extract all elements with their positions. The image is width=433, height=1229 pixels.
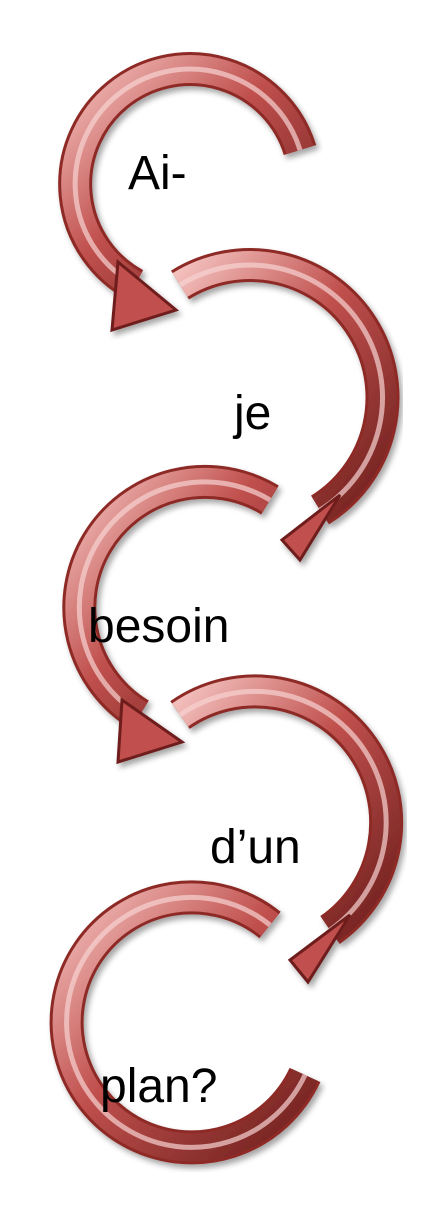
word-2-label: je: [234, 387, 272, 440]
curved-arrow-4: [170, 674, 404, 985]
word-4-label: d’un: [210, 821, 301, 874]
curved-arrow-3: [62, 464, 279, 765]
curved-arrow-5: [49, 880, 321, 1165]
word-1-label: Ai-: [128, 147, 187, 200]
word-5-label: plan?: [100, 1060, 218, 1113]
curved-arrow-1: [58, 52, 317, 333]
curved-arrow-2: [171, 248, 400, 563]
word-3-label: besoin: [88, 600, 230, 653]
